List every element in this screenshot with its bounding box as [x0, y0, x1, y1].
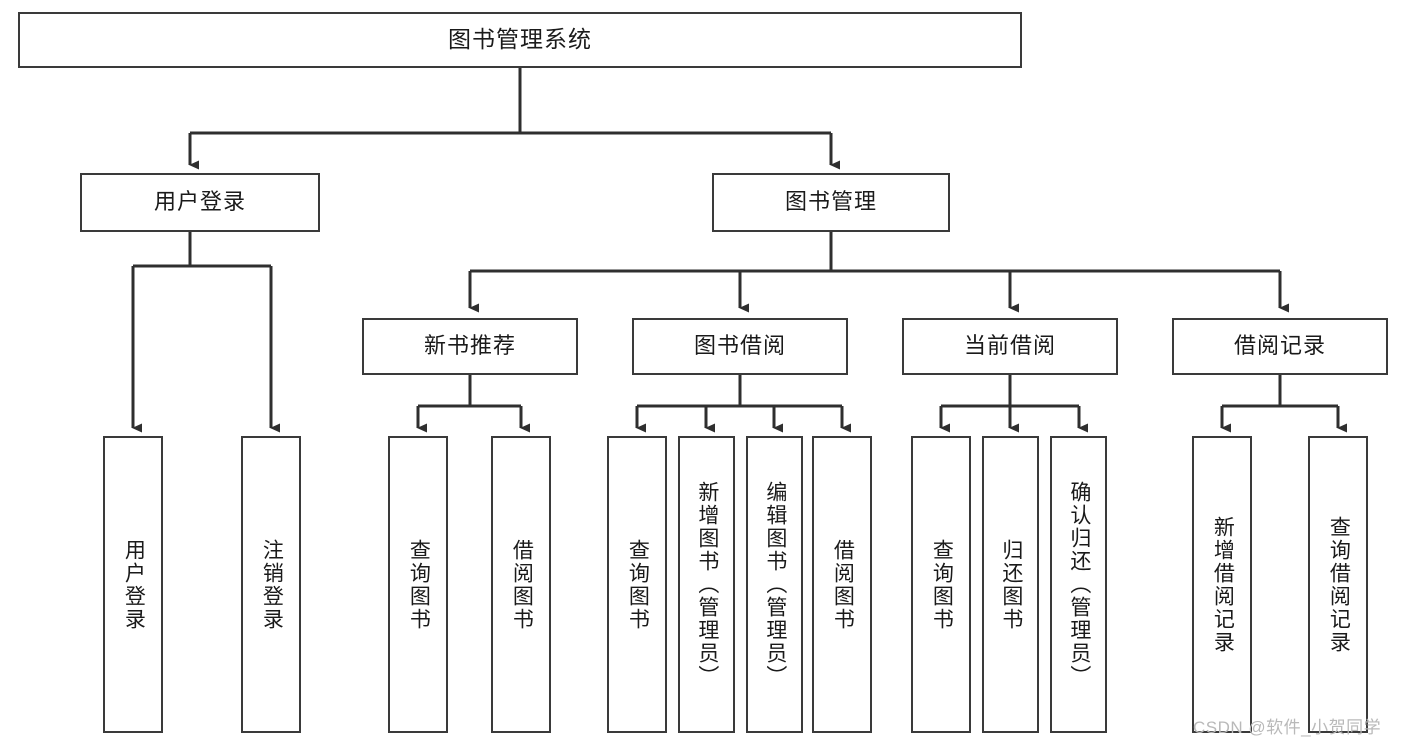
node-leaf-confirm-return[interactable]: 确认归还（管理员）: [1050, 436, 1107, 733]
node-user-login[interactable]: 用户登录: [80, 173, 320, 232]
node-leaf-query-borrow-record-label: 查询借阅记录: [1327, 515, 1351, 654]
node-leaf-add-borrow-record[interactable]: 新增借阅记录: [1192, 436, 1252, 733]
node-leaf-return-book[interactable]: 归还图书: [982, 436, 1039, 733]
node-leaf-query-book-1[interactable]: 查询图书: [388, 436, 448, 733]
node-leaf-query-borrow-record[interactable]: 查询借阅记录: [1308, 436, 1368, 733]
node-leaf-edit-book-label: 编辑图书（管理员）: [763, 481, 787, 688]
node-current-borrow[interactable]: 当前借阅: [902, 318, 1118, 375]
node-leaf-confirm-return-label: 确认归还（管理员）: [1067, 481, 1091, 688]
node-leaf-query-book-1-label: 查询图书: [407, 538, 431, 631]
csdn-watermark: CSDN @软件_小贺同学: [1193, 718, 1382, 737]
node-leaf-query-book-3[interactable]: 查询图书: [911, 436, 971, 733]
node-new-book-recommend[interactable]: 新书推荐: [362, 318, 578, 375]
node-leaf-edit-book[interactable]: 编辑图书（管理员）: [746, 436, 803, 733]
node-leaf-query-book-2-label: 查询图书: [626, 538, 650, 631]
node-leaf-borrow-book-1[interactable]: 借阅图书: [491, 436, 551, 733]
node-leaf-user-logout[interactable]: 注销登录: [241, 436, 301, 733]
node-root-system[interactable]: 图书管理系统: [18, 12, 1022, 68]
node-leaf-return-book-label: 归还图书: [999, 538, 1023, 631]
node-book-borrow[interactable]: 图书借阅: [632, 318, 848, 375]
node-leaf-borrow-book-2-label: 借阅图书: [831, 538, 855, 631]
node-leaf-query-book-2[interactable]: 查询图书: [607, 436, 667, 733]
node-book-manage[interactable]: 图书管理: [712, 173, 950, 232]
node-leaf-add-book-label: 新增图书（管理员）: [695, 481, 719, 688]
node-leaf-add-book[interactable]: 新增图书（管理员）: [678, 436, 735, 733]
node-leaf-user-login[interactable]: 用户登录: [103, 436, 163, 733]
node-leaf-borrow-book-2[interactable]: 借阅图书: [812, 436, 872, 733]
node-leaf-add-borrow-record-label: 新增借阅记录: [1211, 515, 1235, 654]
node-leaf-user-logout-label: 注销登录: [260, 538, 284, 631]
node-leaf-query-book-3-label: 查询图书: [930, 538, 954, 631]
node-borrow-record[interactable]: 借阅记录: [1172, 318, 1388, 375]
node-leaf-user-login-label: 用户登录: [122, 538, 146, 631]
node-leaf-borrow-book-1-label: 借阅图书: [510, 538, 534, 631]
